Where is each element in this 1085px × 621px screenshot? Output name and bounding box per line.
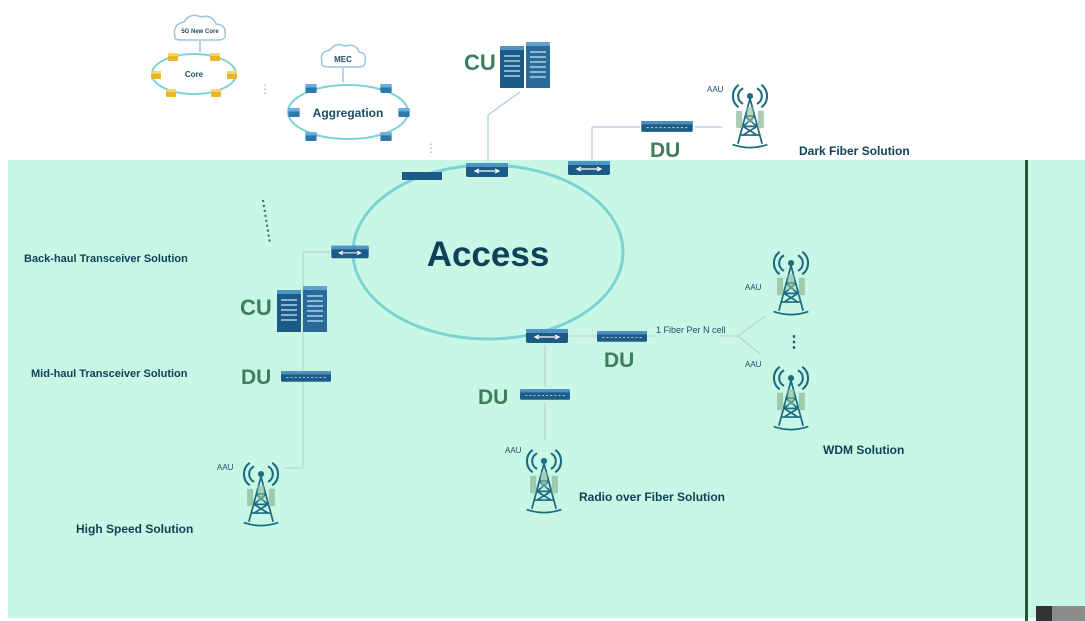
wdm-solution-label: WDM Solution xyxy=(823,443,904,457)
rof-aau-label: AAU xyxy=(505,446,522,455)
wdm-ellipsis: ⋮ xyxy=(786,334,802,351)
mid-haul-solution-label: Mid-haul Transceiver Solution xyxy=(31,368,188,380)
wdm-du-label: DU xyxy=(604,349,634,372)
panel-divider xyxy=(1025,160,1028,621)
rof-du-label: DU xyxy=(478,386,508,409)
aggregation-ring-label: Aggregation xyxy=(313,106,384,120)
access-switch-left-icon xyxy=(330,245,370,259)
panel-corner-mark-gray xyxy=(1052,606,1085,621)
access-switch-bottom-icon xyxy=(525,328,569,344)
left-du-device-icon xyxy=(280,370,332,383)
core-ellipsis: ⋮ xyxy=(259,82,271,96)
access-area-panel xyxy=(8,160,1085,618)
left-du-label: DU xyxy=(241,366,271,389)
core-cloud-label: 5G New Core xyxy=(181,29,219,35)
fiber-per-cell-label: 1 Fiber Per N cell xyxy=(656,325,726,335)
top-cu-label: CU xyxy=(464,50,496,75)
dark-fiber-aau-label: AAU xyxy=(707,85,724,94)
core-node-1 xyxy=(168,53,178,61)
aggregation-ellipsis: ⋮ xyxy=(425,141,437,155)
wdm-aau-label-2: AAU xyxy=(745,360,762,369)
wdm-branch-up xyxy=(737,315,766,337)
agg-node-1 xyxy=(305,84,317,93)
access-switch-edge-left xyxy=(402,172,442,180)
left-cu-label: CU xyxy=(240,295,272,320)
core-cloud: 5G New Core xyxy=(173,14,227,41)
wdm-branch-down xyxy=(737,335,761,355)
agg-node-5 xyxy=(305,132,317,141)
access-ring-label: Access xyxy=(427,235,550,274)
dark-fiber-solution-label: Dark Fiber Solution xyxy=(799,144,910,158)
agg-node-2 xyxy=(380,84,392,93)
wdm-aau-label-1: AAU xyxy=(745,283,762,292)
mec-cloud: MEC xyxy=(320,43,367,68)
core-ring-label: Core xyxy=(185,70,204,79)
top-cu-link xyxy=(487,91,521,116)
rof-solution-label: Radio over Fiber Solution xyxy=(579,490,725,504)
wdm-du-device-icon xyxy=(596,330,648,343)
dark-fiber-du-icon xyxy=(640,120,694,133)
dark-fiber-antenna-tower-icon xyxy=(731,83,769,149)
rof-du-device-icon xyxy=(519,388,571,401)
agg-node-3 xyxy=(288,108,300,117)
access-switch-top-icon xyxy=(465,162,509,178)
agg-node-4 xyxy=(398,108,410,117)
high-speed-aau-label: AAU xyxy=(217,463,234,472)
agg-node-6 xyxy=(380,132,392,141)
core-node-5 xyxy=(166,89,176,97)
core-node-6 xyxy=(211,89,221,97)
top-cu-server-icon xyxy=(499,41,551,89)
back-haul-solution-label: Back-haul Transceiver Solution xyxy=(24,253,188,265)
core-node-2 xyxy=(210,53,220,61)
core-node-4 xyxy=(227,71,237,79)
core-node-3 xyxy=(151,71,161,79)
access-switch-top-right-icon xyxy=(567,160,611,176)
mec-cloud-label: MEC xyxy=(334,55,352,64)
dark-fiber-du-label: DU xyxy=(650,139,680,162)
panel-corner-mark xyxy=(1036,606,1052,621)
high-speed-solution-label: High Speed Solution xyxy=(76,522,193,536)
